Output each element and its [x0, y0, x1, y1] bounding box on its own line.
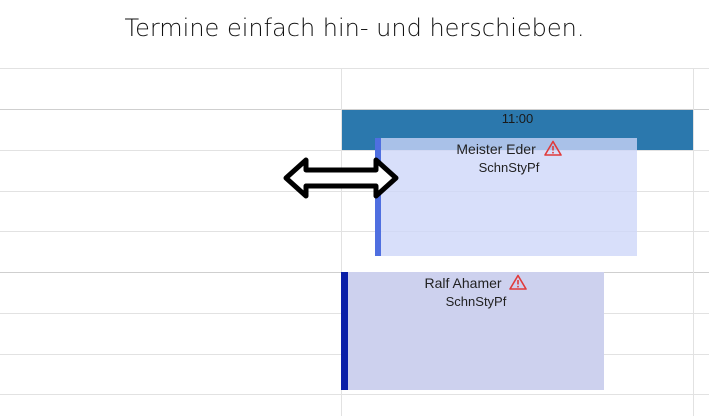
grid-line [0, 191, 709, 192]
warning-triangle-icon [543, 140, 562, 160]
time-slot-label: 11:00 [501, 111, 534, 126]
grid-line [0, 109, 709, 110]
appointment-meister-eder[interactable]: Meister Eder SchnStyPf [375, 138, 637, 256]
grid-line [0, 394, 709, 395]
grid-line [0, 231, 709, 232]
horizontal-double-arrow-icon [282, 156, 400, 205]
column-divider [341, 68, 342, 416]
calendar-view: 11:00 Meister Eder SchnStyPf Ralf Ahamer [0, 68, 709, 416]
warning-triangle-icon [509, 274, 528, 294]
appointment-name: Meister Eder [381, 138, 637, 160]
appointment-ralf-ahamer[interactable]: Ralf Ahamer SchnStyPf [341, 272, 604, 390]
appointment-name: Ralf Ahamer [348, 272, 604, 294]
grid-line [0, 150, 709, 151]
column-divider [693, 68, 694, 416]
appointment-service: SchnStyPf [478, 160, 540, 175]
appointment-service: SchnStyPf [445, 294, 507, 309]
headline: Termine einfach hin- und herschieben. [124, 14, 585, 42]
grid-line [0, 68, 709, 69]
